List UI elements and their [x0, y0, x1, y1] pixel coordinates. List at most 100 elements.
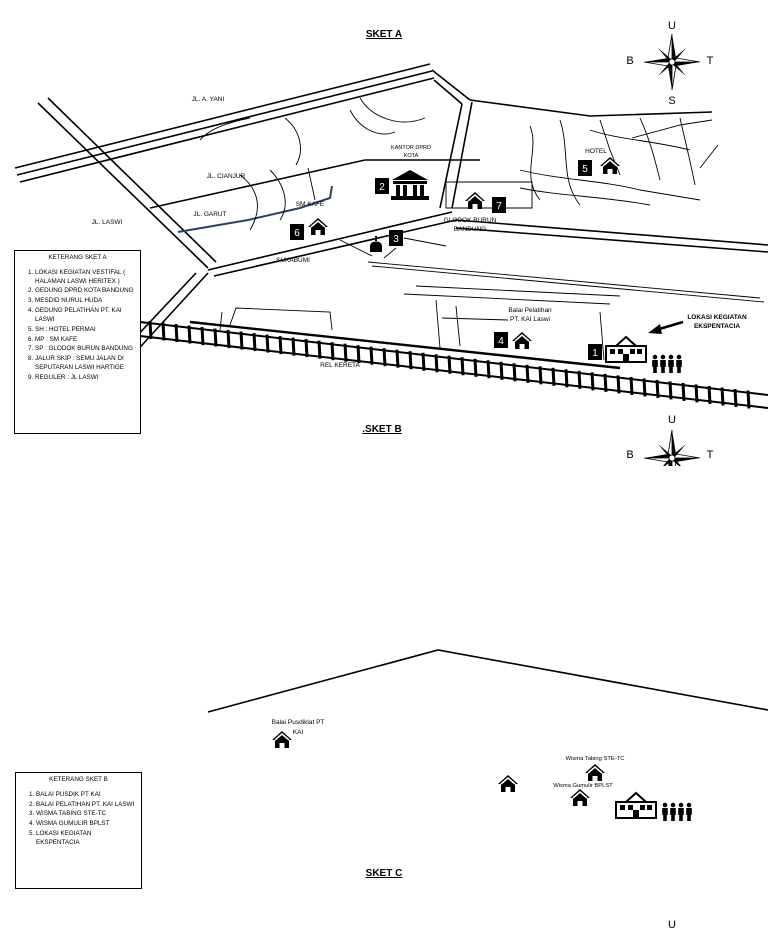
svg-text:6: 6: [294, 228, 300, 239]
street-label-rel-kereta: REL KERETA: [320, 362, 360, 369]
place-label-lokasi-kegiatan: LOKASI KEGIATAN: [687, 314, 747, 321]
rail-tie: [720, 387, 725, 406]
rail-tie: [577, 370, 582, 389]
legend-item: JALUR SKIP : SEMU JALAN DI SEPUTARAN LAS…: [35, 355, 134, 373]
rail-tie: [252, 333, 257, 352]
place-label-glodok-line2: BANDUNG: [454, 226, 487, 233]
road-outline: [207, 649, 768, 713]
rail-tie: [473, 358, 478, 377]
legend-item: REGULER : JL LASWI: [35, 374, 134, 383]
rail-tie: [525, 364, 530, 383]
rail-tie: [707, 385, 712, 405]
rail-tie: [447, 355, 452, 374]
minor-streets: [199, 97, 765, 361]
rail-tie: [304, 339, 309, 358]
rail-tie: [733, 388, 738, 408]
compass-north-label: U: [668, 20, 676, 32]
place-label-lokasi-kegiatan-line2: EKSPENTACIA: [694, 323, 740, 330]
marker-6: 6: [290, 224, 304, 240]
rail-tie: [148, 320, 153, 340]
rail-tie: [603, 373, 608, 392]
school-building-icon: [615, 791, 657, 819]
rail-tie: [369, 346, 374, 365]
street-label-jl-garut: JL. GARUT: [193, 211, 226, 218]
arrow-icon: [648, 320, 684, 334]
compass-rose-icon: [600, 429, 768, 496]
legend-item: LOKASI KEGIATAN VESTIFAL ( HALAMAN LASWI…: [35, 269, 134, 287]
rail-tie: [395, 349, 400, 368]
place-label-wisma-gumulir: Wisma Gumulir BPLST: [553, 783, 613, 789]
street-label-jl-laswi: JL. LASWI: [92, 219, 123, 226]
marker-5: 5: [578, 160, 592, 176]
place-label-kantor-dprd-line2: KOTA: [404, 153, 419, 159]
rail-tie: [538, 366, 543, 385]
street-label-sukabumi: SUKABUMI: [276, 257, 310, 264]
house-icon: [511, 331, 533, 350]
marker-4: 4: [494, 332, 508, 348]
svg-text:4: 4: [498, 336, 504, 347]
house-icon: [307, 217, 329, 236]
rail-tie: [512, 363, 517, 382]
rail-tie: [629, 376, 634, 395]
rail-tie: [746, 390, 751, 409]
rail-tie: [681, 382, 686, 402]
rail-tie: [278, 336, 283, 355]
svg-text:5: 5: [582, 164, 588, 175]
place-label-wisma-tabing: Wisma Tabing STE-TC: [566, 756, 625, 762]
marker-3: 3: [389, 230, 403, 246]
place-label-balai-pelatihan-line2: PT. KAI Laswi: [510, 316, 550, 323]
rail-tie: [551, 367, 556, 386]
house-icon: [584, 763, 606, 782]
rail-tie: [239, 331, 244, 350]
school-building-icon: [605, 335, 647, 363]
place-label-balai-pusdiklat-line2: KAI: [293, 729, 304, 736]
railway: [139, 320, 768, 409]
legend-item: LOKASI KEGIATAN EKSPENTACIA: [36, 830, 135, 848]
house-icon: [569, 788, 591, 807]
rail-tie: [174, 323, 179, 343]
rail-tie: [421, 352, 426, 371]
street-label-jl-a-yani: JL. A. YANI: [192, 96, 225, 103]
rail-tie: [213, 328, 218, 347]
jl-garut-route: [177, 185, 333, 233]
house-icon: [464, 191, 486, 210]
svg-text:3: 3: [393, 234, 399, 245]
legend-item: WISMA TABING STE-TC: [36, 810, 135, 819]
compass-west-label: B: [626, 55, 633, 67]
legend-item: GEDUNG DPRD KOTA BANDUNG: [35, 287, 134, 296]
rail-tie: [343, 343, 348, 362]
compass-east-label: T: [707, 449, 714, 461]
compass-rose-icon: [643, 33, 701, 91]
legend-item: MESDID NURUL HUDA: [35, 297, 134, 306]
rail-tie: [642, 378, 647, 397]
marker-1: 1: [588, 344, 602, 360]
legend-title: KETERANG SKET B: [49, 776, 108, 783]
legend-sketch-a: KETERANG SKET A LOKASI KEGIATAN VESTIFAL…: [14, 250, 141, 434]
rail-tie: [499, 361, 504, 380]
rail-tie: [460, 357, 465, 376]
legend-sketch-b: KETERANG SKET B BALAI PUSDIK PT KAI BALA…: [15, 772, 142, 889]
svg-text:2: 2: [379, 182, 385, 193]
street-label-jl-cianjur: JL. CIANJUR: [207, 173, 246, 180]
people-group-icon: [652, 354, 682, 373]
marker-7: 7: [492, 197, 506, 213]
sketch-c-title: SKET C: [366, 868, 403, 879]
rail-tie: [486, 360, 491, 379]
rail-tie: [187, 325, 192, 344]
road-network: [14, 63, 768, 357]
sketch-a-title: SKET A: [366, 29, 402, 40]
rail-tie: [265, 334, 270, 353]
rail-tie: [694, 384, 699, 403]
rail-tie: [668, 381, 673, 400]
rail-tie: [226, 329, 231, 349]
rail-tie: [161, 322, 166, 341]
rail-tie: [564, 369, 569, 388]
house-icon: [271, 730, 293, 749]
house-icon: [599, 156, 621, 175]
people-group-icon: [662, 802, 692, 821]
compass-north-label: U: [668, 414, 676, 426]
compass-east-label: T: [707, 55, 714, 67]
rail-tie: [655, 379, 660, 399]
compass-north-label: U: [668, 919, 676, 931]
rail-tie: [200, 326, 205, 346]
